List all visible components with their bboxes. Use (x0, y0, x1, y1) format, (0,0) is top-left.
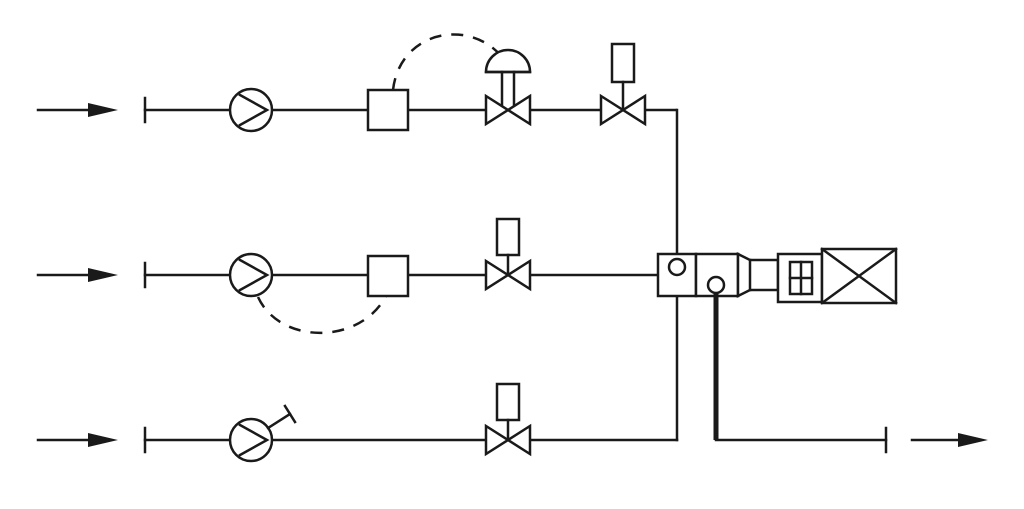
line-1 (36, 33, 678, 133)
motor-drive (820, 247, 898, 305)
control-link-dashed-1 (391, 33, 503, 91)
pump-1 (228, 87, 274, 133)
solenoid-valve-3 (484, 382, 532, 457)
control-link-dashed-2 (256, 295, 388, 335)
inlet-arrow-1 (36, 103, 118, 117)
mixing-chamber-2-port (706, 275, 726, 295)
solenoid-valve-2 (484, 217, 532, 292)
coupling (776, 252, 824, 304)
mixer-assembly (656, 247, 898, 305)
line-2 (36, 217, 660, 335)
solenoid-valve-1 (599, 42, 647, 127)
mixing-chamber-1-port (667, 257, 687, 277)
line-3 (36, 382, 679, 463)
outlet-arrow (910, 433, 988, 447)
nozzle (736, 251, 780, 299)
manual-adjuster (266, 404, 297, 430)
diaphragm-control-valve (484, 48, 532, 127)
measuring-box-1 (366, 88, 410, 132)
outlet (713, 293, 988, 454)
inlet-arrow-3 (36, 433, 118, 447)
measuring-box-2 (366, 254, 410, 298)
inlet-arrow-2 (36, 268, 118, 282)
pump-2 (228, 252, 274, 298)
pump-3 (228, 417, 274, 463)
